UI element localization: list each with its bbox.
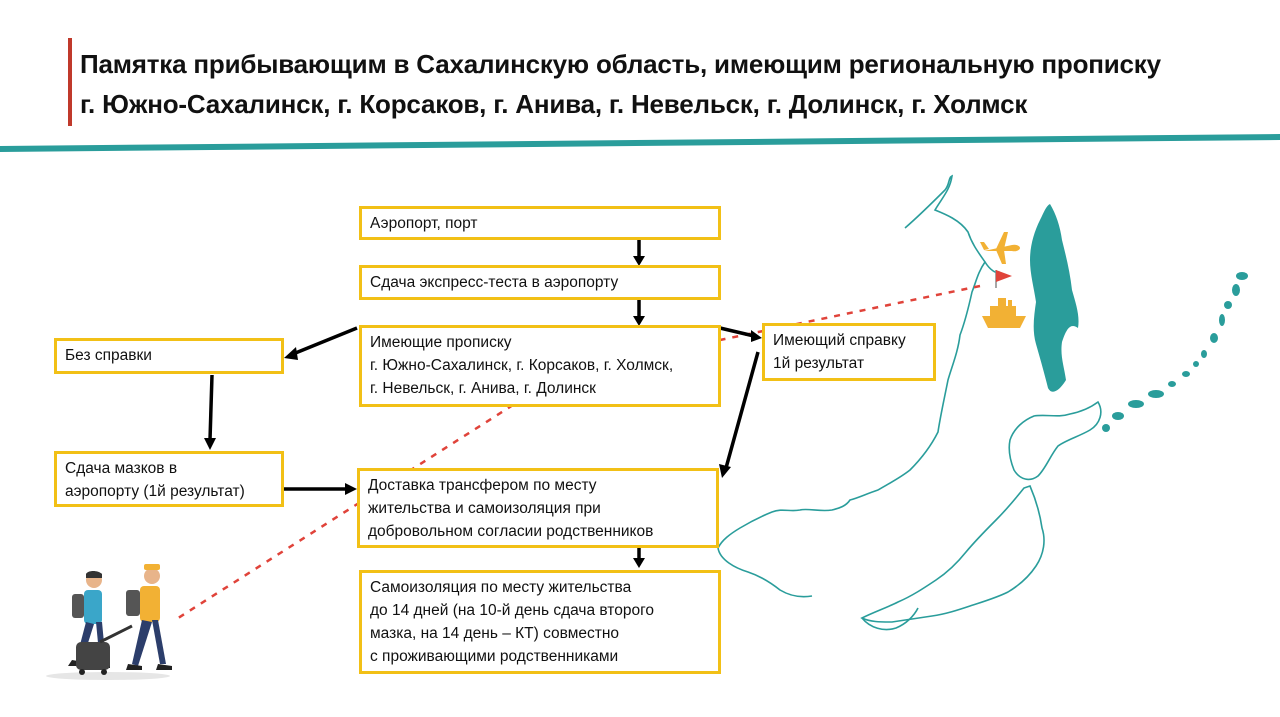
travelers-illustration [46, 564, 172, 680]
has-certificate-line-2: 1й результат [773, 355, 865, 372]
swabs-line-2: аэропорту (1й результат) [65, 483, 245, 500]
teal-divider [0, 134, 1280, 152]
plane-icon [980, 232, 1020, 264]
isolation-line-1: Самоизоляция по месту жительства [370, 579, 632, 596]
registered-line-1: Имеющие прописку [370, 334, 512, 351]
mainland-coast [717, 174, 986, 549]
title-line-1: Памятка прибывающим в Сахалинскую област… [80, 49, 1161, 79]
arrow-heads [204, 256, 762, 568]
transfer-line-2: жительства и самоизоляция при [368, 500, 601, 517]
swabs-line-1: Сдача мазков в [65, 460, 178, 477]
flag-icon [995, 270, 1012, 288]
swabs-box: Сдача мазков в аэропорту (1й результат) [54, 451, 284, 507]
kyushu-coast [861, 607, 919, 631]
honshu-coast [860, 485, 1045, 623]
sakhalin-island [1030, 204, 1079, 392]
transfer-box: Доставка трансфером по месту жительства … [357, 468, 719, 548]
kuril-islands [1102, 272, 1248, 432]
korea-coast [717, 547, 813, 598]
express-test-label: Сдача экспресс-теста в аэропорту [370, 274, 619, 291]
no-certificate-box: Без справки [54, 338, 284, 374]
registered-box: Имеющие прописку г. Южно-Сахалинск, г. К… [359, 325, 721, 407]
map-illustration [717, 174, 1102, 631]
ship-icon [982, 298, 1026, 328]
registered-line-3: г. Невельск, г. Анива, г. Долинск [370, 380, 596, 397]
isolation-box: Самоизоляция по месту жительства до 14 д… [359, 570, 721, 674]
isolation-line-2: до 14 дней (на 10-й день сдача второго [370, 602, 655, 619]
airport-label: Аэропорт, порт [370, 215, 478, 232]
has-certificate-box: Имеющий справку 1й результат [762, 323, 936, 381]
isolation-line-3: мазка, на 14 день – КТ) совместно [370, 625, 620, 642]
transfer-line-3: добровольном согласии родственников [368, 523, 654, 540]
has-certificate-line-1: Имеющий справку [773, 332, 906, 349]
flow-arrows [208, 240, 760, 560]
airport-box: Аэропорт, порт [359, 206, 721, 240]
no-certificate-label: Без справки [65, 347, 152, 364]
title-accent-bar [68, 38, 72, 126]
transfer-line-1: Доставка трансфером по месту [368, 477, 597, 494]
isolation-line-4: с проживающими родственниками [370, 648, 619, 665]
page-title: Памятка прибывающим в Сахалинскую област… [80, 44, 1275, 124]
hokkaido-coast [1008, 400, 1102, 481]
title-line-2: г. Южно-Сахалинск, г. Корсаков, г. Анива… [80, 89, 1028, 119]
express-test-box: Сдача экспресс-теста в аэропорту [359, 265, 721, 300]
registered-line-2: г. Южно-Сахалинск, г. Корсаков, г. Холмс… [370, 357, 674, 374]
